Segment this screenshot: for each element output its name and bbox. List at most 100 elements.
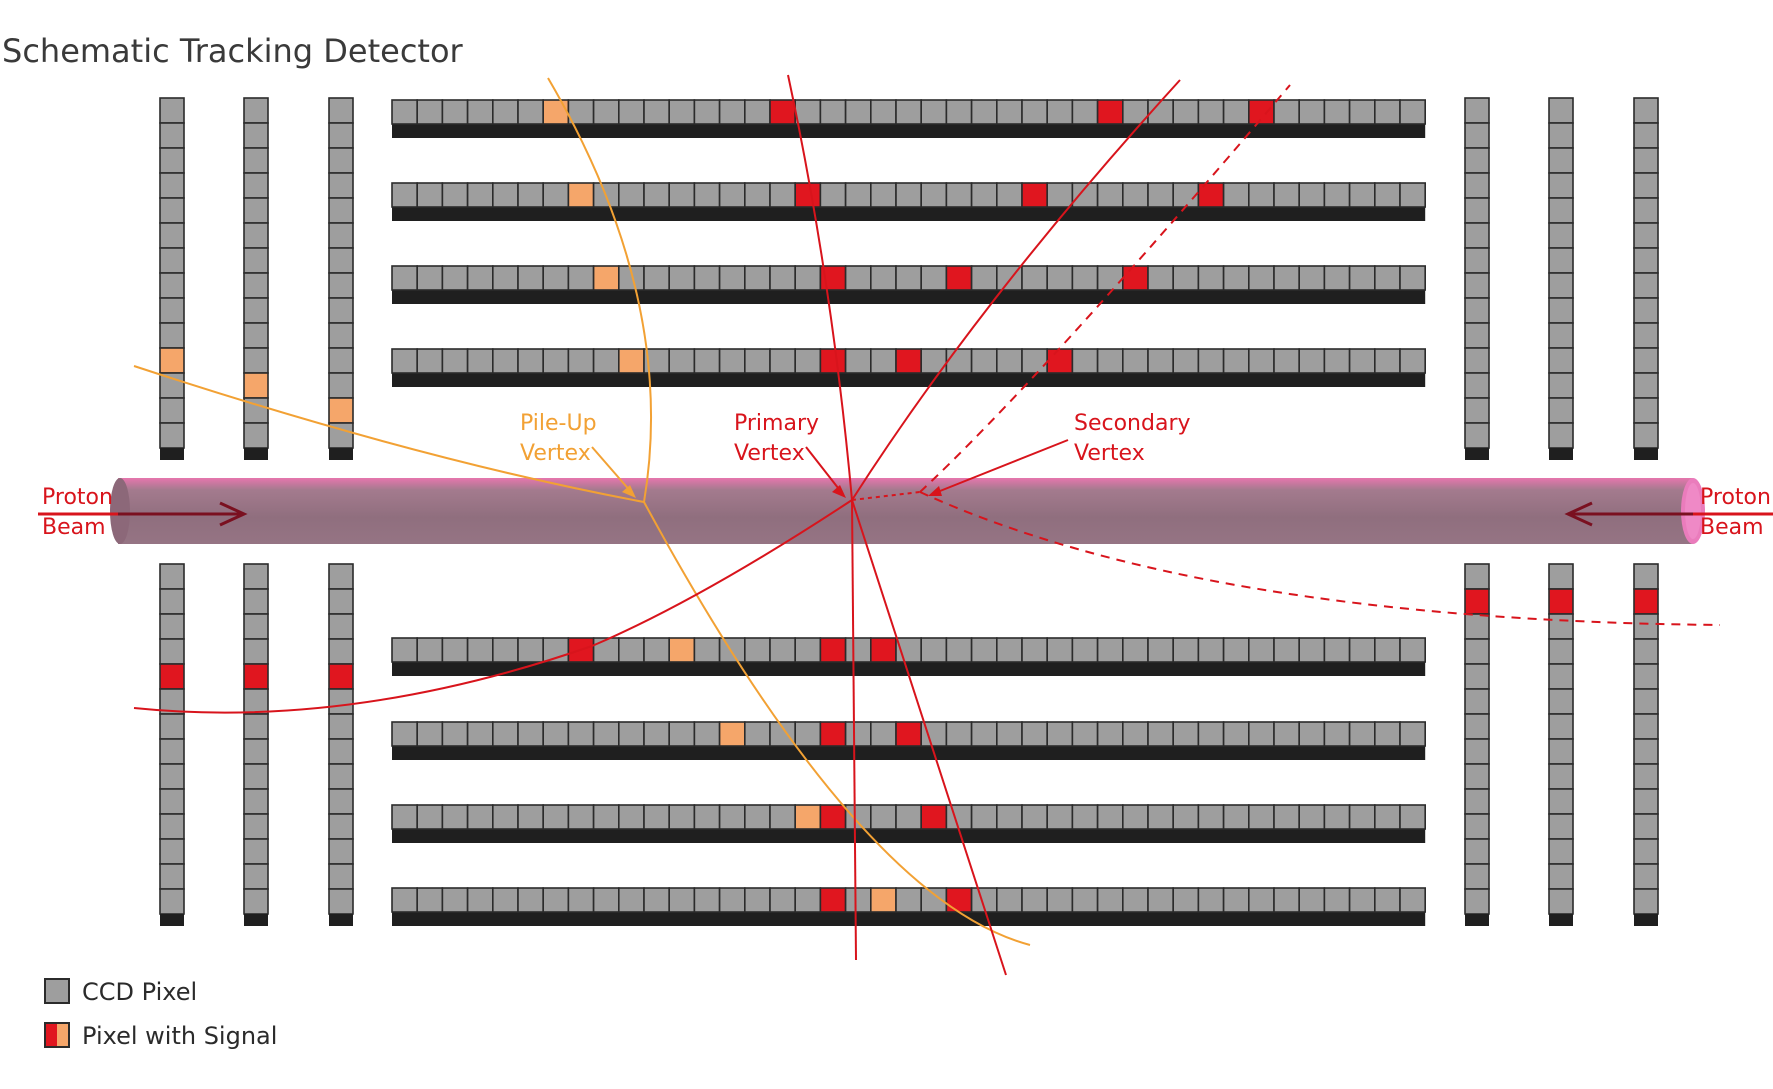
ccd-pixel	[1323, 721, 1351, 747]
ccd-pixel	[1021, 637, 1049, 663]
ccd-pixel	[1348, 887, 1376, 913]
signal-pixel	[1122, 265, 1149, 291]
ccd-pixel	[328, 172, 354, 199]
ccd-pixel	[1464, 738, 1490, 765]
ccd-pixel	[159, 222, 185, 249]
primary-vertex-pointer	[805, 446, 846, 498]
signal-pixel	[819, 887, 847, 913]
ccd-pixel	[1172, 99, 1200, 125]
sensor-base	[1549, 448, 1573, 460]
ccd-pixel	[159, 422, 185, 449]
sensor-base	[244, 448, 268, 460]
beam-arrow-right	[1564, 501, 1773, 527]
ccd-pixel	[1374, 348, 1401, 374]
ccd-pixel	[1147, 265, 1175, 291]
endcap-right-top-column-3	[1633, 97, 1659, 460]
ccd-pixel	[1548, 688, 1574, 715]
signal-pixel	[328, 397, 354, 424]
ccd-pixel	[995, 637, 1023, 663]
sensor-base	[1634, 448, 1658, 460]
signal-pixel	[869, 887, 897, 913]
ccd-pixel	[391, 182, 419, 208]
barrel-bottom-layer-3	[391, 804, 1427, 843]
ccd-pixel	[1633, 763, 1659, 790]
ccd-pixel	[1464, 272, 1490, 299]
ccd-pixel	[1273, 637, 1301, 663]
ccd-pixel	[693, 182, 721, 208]
ccd-pixel	[693, 887, 721, 913]
ccd-pixel	[159, 97, 185, 124]
ccd-pixel	[1122, 804, 1149, 830]
ccd-pixel	[416, 348, 444, 374]
ccd-pixel	[517, 887, 545, 913]
ccd-pixel	[1298, 348, 1326, 374]
legend-ccd-pixel-swatch	[44, 978, 70, 1004]
ccd-pixel	[159, 838, 185, 865]
ccd-pixel	[159, 638, 185, 665]
ccd-pixel	[441, 887, 469, 913]
ccd-pixel	[743, 887, 771, 913]
ccd-pixel	[1548, 813, 1574, 840]
signal-pixel	[243, 372, 269, 399]
ccd-pixel	[328, 222, 354, 249]
ccd-pixel	[1222, 721, 1250, 747]
ccd-pixel	[1548, 713, 1574, 740]
signal-pixel	[794, 182, 822, 208]
ccd-pixel	[643, 637, 671, 663]
ccd-pixel	[995, 721, 1023, 747]
ccd-pixel	[769, 182, 797, 208]
signal-pixel	[592, 265, 620, 291]
pileup-vertex-label-line2: Vertex	[520, 441, 591, 466]
sensor-base	[1465, 914, 1489, 926]
ccd-pixel	[1633, 563, 1659, 590]
ccd-pixel	[1464, 563, 1490, 590]
secondary-vertex-pointer	[928, 439, 1069, 496]
ccd-pixel	[243, 422, 269, 449]
ccd-pixel	[1222, 348, 1250, 374]
ccd-pixel	[441, 99, 469, 125]
ccd-pixel	[466, 348, 494, 374]
ccd-pixel	[1147, 887, 1175, 913]
ccd-pixel	[328, 347, 354, 374]
ccd-pixel	[243, 763, 269, 790]
ccd-pixel	[995, 182, 1023, 208]
ccd-pixel	[1021, 721, 1049, 747]
ccd-pixel	[1464, 197, 1490, 224]
ccd-pixel	[1096, 887, 1124, 913]
ccd-pixel	[693, 637, 721, 663]
beam-label-left-line2: Beam	[42, 515, 106, 540]
ccd-pixel	[1172, 887, 1200, 913]
ccd-pixel	[718, 804, 746, 830]
ccd-pixel	[1633, 863, 1659, 890]
ccd-pixel	[441, 804, 469, 830]
ccd-pixel	[416, 804, 444, 830]
ccd-pixel	[1548, 197, 1574, 224]
ccd-pixel	[1071, 182, 1099, 208]
ccd-pixel	[542, 348, 570, 374]
ccd-pixel	[466, 265, 494, 291]
ccd-pixel	[1548, 422, 1574, 449]
ccd-pixel	[542, 887, 570, 913]
legend-signal-label: Pixel with Signal	[82, 1022, 277, 1050]
ccd-pixel	[1021, 265, 1049, 291]
ccd-pixel	[668, 265, 696, 291]
ccd-pixel	[1222, 99, 1250, 125]
ccd-pixel	[1071, 721, 1099, 747]
ccd-pixel	[391, 99, 419, 125]
ccd-pixel	[1548, 613, 1574, 640]
ccd-pixel	[1172, 348, 1200, 374]
ccd-pixel	[416, 265, 444, 291]
ccd-pixel	[1374, 637, 1401, 663]
ccd-pixel	[1122, 887, 1149, 913]
ccd-pixel	[243, 247, 269, 274]
signal-pixel	[819, 721, 847, 747]
ccd-pixel	[1464, 788, 1490, 815]
ccd-pixel	[243, 813, 269, 840]
ccd-pixel	[1046, 99, 1074, 125]
ccd-pixel	[1464, 638, 1490, 665]
ccd-pixel	[416, 887, 444, 913]
ccd-pixel	[1548, 347, 1574, 374]
ccd-pixel	[1633, 147, 1659, 174]
ccd-pixel	[1548, 563, 1574, 590]
ccd-pixel	[844, 887, 872, 913]
